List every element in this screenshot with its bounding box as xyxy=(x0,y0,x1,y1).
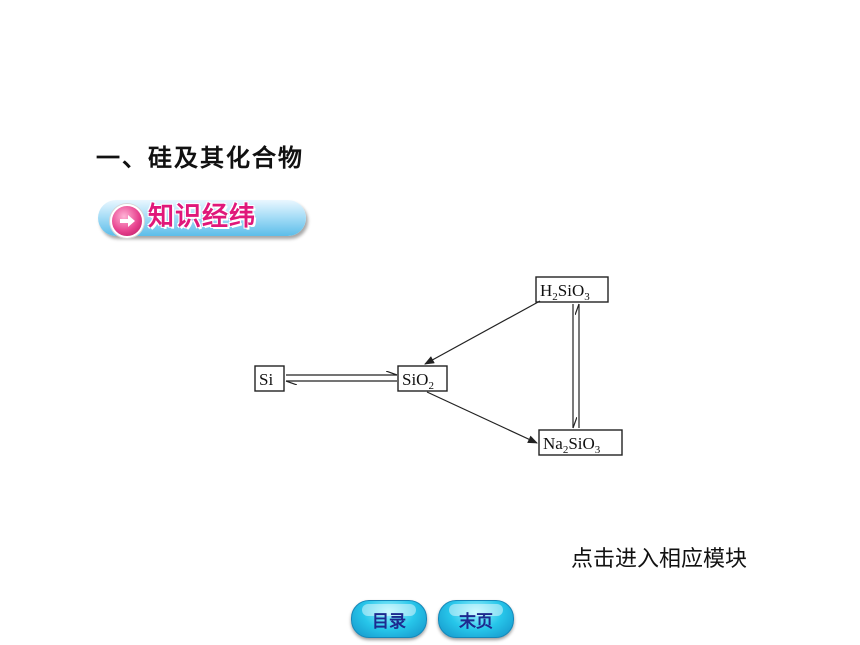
arrow-right-icon xyxy=(110,204,144,238)
last-page-button[interactable]: 末页 xyxy=(438,600,514,638)
toc-button-label: 目录 xyxy=(372,611,406,632)
last-page-button-label: 末页 xyxy=(459,611,493,632)
edge-si-sio2 xyxy=(286,375,397,381)
banner-label: 知识经纬 xyxy=(148,202,257,232)
toc-button[interactable]: 目录 xyxy=(351,600,427,638)
button-shine xyxy=(362,604,416,616)
node-sio2-label: SiO2 xyxy=(402,370,434,392)
section-title: 一、硅及其化合物 xyxy=(96,144,304,172)
knowledge-banner: 知识经纬 xyxy=(98,194,308,240)
node-h2sio3-label: H2SiO3 xyxy=(540,281,590,303)
edge-sio2-na2sio3 xyxy=(426,391,538,444)
node-na2sio3: Na2SiO3 xyxy=(538,429,623,456)
node-si-label: Si xyxy=(259,370,273,389)
edge-h2sio3-na2sio3 xyxy=(572,304,580,428)
node-na2sio3-label: Na2SiO3 xyxy=(543,434,601,456)
node-sio2: SiO2 xyxy=(397,365,448,392)
button-shine xyxy=(449,604,503,616)
node-si: Si xyxy=(254,365,285,392)
module-hint-text: 点击进入相应模块 xyxy=(571,547,748,572)
edge-h2sio3-sio2 xyxy=(424,300,541,365)
node-h2sio3: H2SiO3 xyxy=(535,276,609,303)
